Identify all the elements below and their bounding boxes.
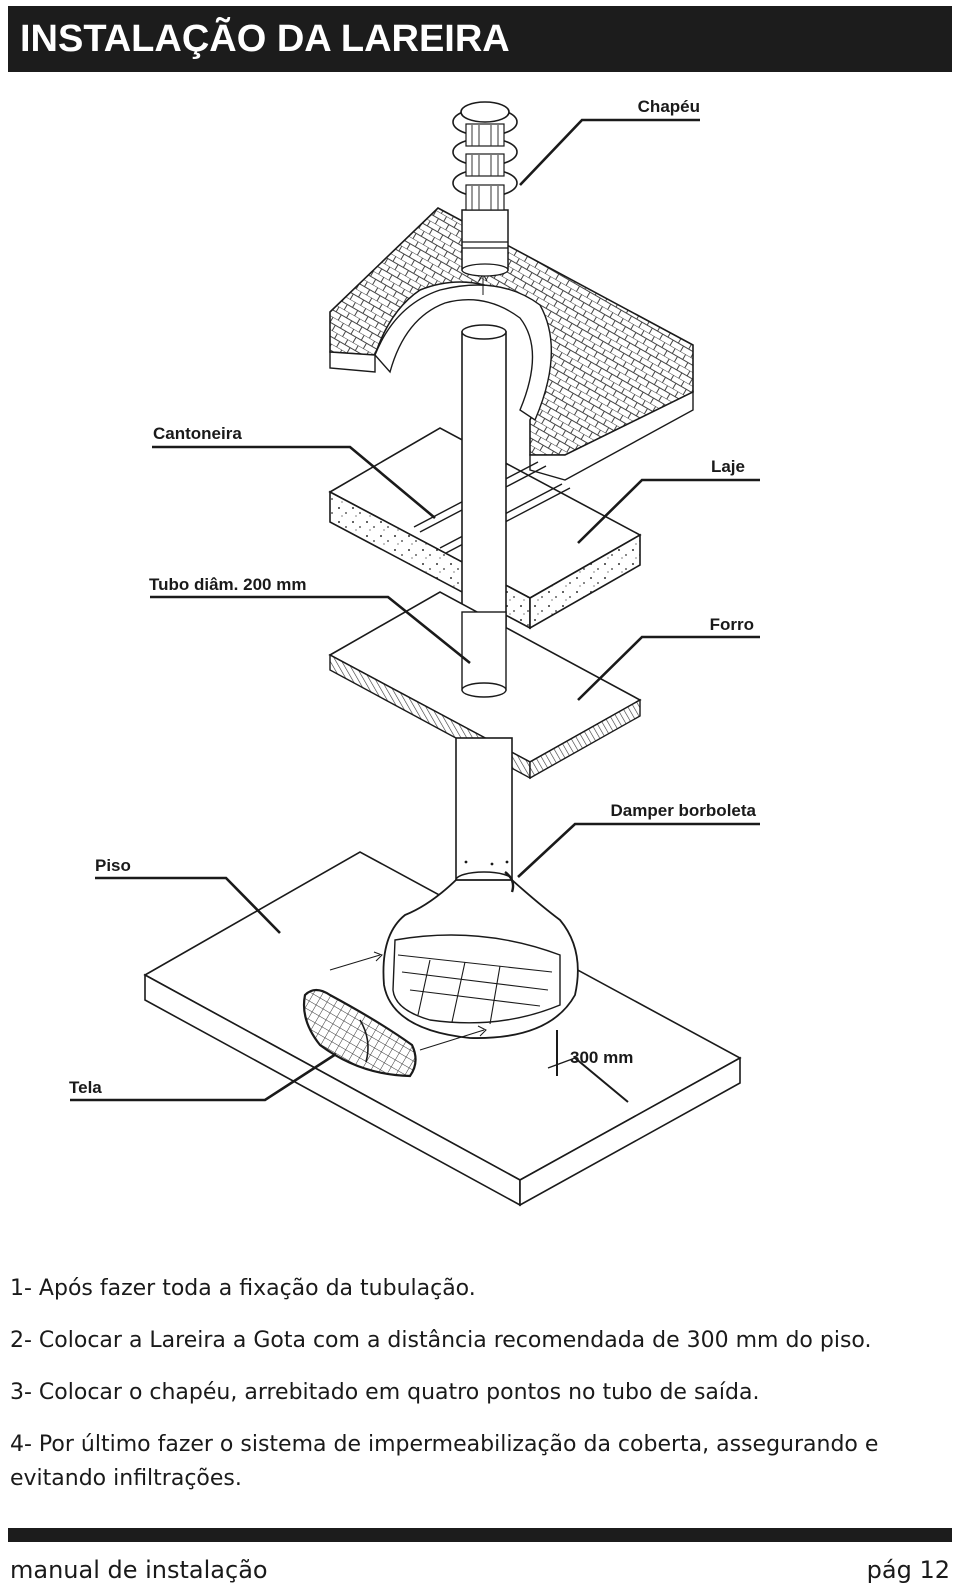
label-forro: Forro <box>710 615 754 634</box>
forro-ceiling <box>328 591 642 780</box>
step-2: 2- Colocar a Lareira a Gota com a distân… <box>10 1328 872 1353</box>
footer-page-number: pág 12 <box>866 1556 950 1584</box>
installation-diagram: Chapéu Cantoneira Laje Tubo diâm. 200 mm… <box>69 97 760 1207</box>
leader-lines <box>70 118 760 1102</box>
label-chapeu: Chapéu <box>638 97 700 116</box>
label-laje: Laje <box>711 457 745 476</box>
lareira-fireplace <box>329 737 579 1051</box>
step-1: 1- Após fazer toda a fixação da tubulaçã… <box>10 1276 476 1301</box>
roof-slab <box>329 207 694 481</box>
step-3: 3- Colocar o chapéu, arrebitado em quatr… <box>10 1380 760 1405</box>
diagram-labels: Chapéu Cantoneira Laje Tubo diâm. 200 mm… <box>69 97 757 1097</box>
page-header: INSTALAÇÃO DA LAREIRA <box>8 6 952 72</box>
step-4: 4- Por último fazer o sistema de imperme… <box>10 1432 879 1491</box>
footer-divider <box>8 1528 952 1542</box>
label-damper: Damper borboleta <box>611 801 757 820</box>
chapeu-cap <box>452 101 518 277</box>
label-cantoneira: Cantoneira <box>153 424 242 443</box>
tela-screen <box>302 988 417 1078</box>
label-tubo: Tubo diâm. 200 mm <box>149 575 306 594</box>
footer-manual-title: manual de instalação <box>10 1556 268 1584</box>
instruction-steps: 1- Após fazer toda a fixação da tubulaçã… <box>10 1272 950 1514</box>
label-tela: Tela <box>69 1078 102 1097</box>
label-piso: Piso <box>95 856 131 875</box>
page-title: INSTALAÇÃO DA LAREIRA <box>20 18 510 60</box>
distance-dimension <box>547 1030 629 1103</box>
label-distancia: 300 mm <box>570 1048 633 1067</box>
